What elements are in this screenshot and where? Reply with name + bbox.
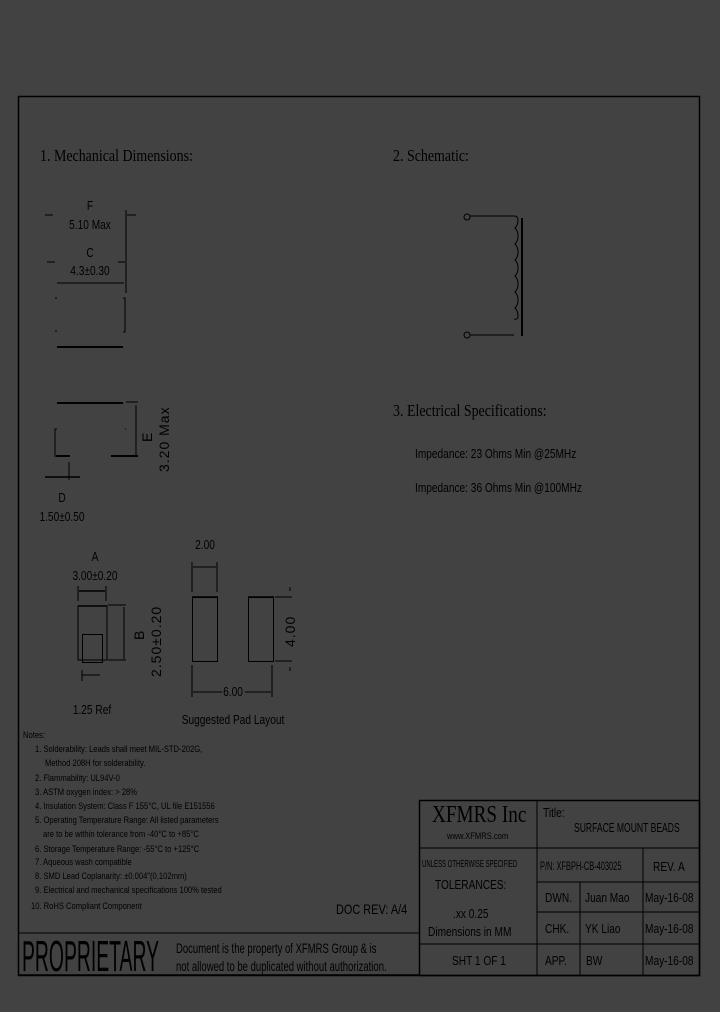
proprietary-line1: Document is the property of XFMRS Group … xyxy=(176,940,377,956)
dim-ref-value: 1.25 Ref xyxy=(72,702,112,717)
app-name: BW xyxy=(586,953,603,968)
note-item: 1. Solderability: Leads shall meet MIL-S… xyxy=(35,744,203,755)
note-item: 8. SMD Lead Coplanarity: ±0.004"(0.102mm… xyxy=(35,871,187,882)
electrical-heading: 3. Electrical Specifications: xyxy=(393,401,547,420)
note-item: 7. Aqueous wash compatible xyxy=(35,857,132,868)
title-value: SURFACE MOUNT BEADS xyxy=(574,820,680,835)
pad-caption: Suggested Pad Layout xyxy=(181,712,285,727)
dimensions-unit: Dimensions in MM xyxy=(428,924,512,939)
doc-rev: DOC REV: A/4 xyxy=(336,901,408,917)
note-item: 2. Flammability: UL94V-0 xyxy=(35,773,120,784)
note-item: 4. Insulation System: Class F 155°C, UL … xyxy=(35,801,215,812)
dim-f-value: 5.10 Max xyxy=(69,217,111,232)
tolerances-label: TOLERANCES: xyxy=(435,877,507,892)
tolerance-value: .xx 0.25 xyxy=(453,906,489,921)
impedance-25mhz: Impedance: 23 Ohms Min @25MHz xyxy=(415,446,577,461)
impedance-100mhz: Impedance: 36 Ohms Min @100MHz xyxy=(415,480,582,495)
proprietary-line2: not allowed to be duplicated without aut… xyxy=(176,958,387,974)
sheet-number: SHT 1 OF 1 xyxy=(452,953,506,968)
pad-span: 6.00 xyxy=(223,684,243,699)
dim-d-value: 1.50±0.50 xyxy=(39,509,85,524)
dwn-name: Juan Mao xyxy=(585,890,630,905)
note-item: 5. Operating Temperature Range: All list… xyxy=(35,815,219,826)
title-label: Title: xyxy=(543,805,565,820)
chk-date: May-16-08 xyxy=(645,921,694,936)
note-item: 6. Storage Temperature Range: -55°C to +… xyxy=(35,844,200,855)
app-label: APP. xyxy=(545,953,567,968)
dim-e-label: E xyxy=(139,431,155,442)
dim-b-value: 2.50±0.20 xyxy=(148,605,164,677)
chk-label: CHK. xyxy=(545,921,570,936)
company-website: www.XFMRS.com xyxy=(447,831,509,842)
proprietary-word: PROPRIETARY xyxy=(22,932,159,981)
dwn-label: DWN. xyxy=(545,890,573,905)
dim-b-label: B xyxy=(131,629,147,640)
dim-e-value: 3.20 Max xyxy=(156,406,172,472)
dim-c-label: C xyxy=(86,245,94,260)
note-item: 3. ASTM oxygen index: > 28% xyxy=(35,787,138,798)
dim-f-label: F xyxy=(86,198,94,213)
dwn-date: May-16-08 xyxy=(645,890,694,905)
part-number: P/N: XFBPH-CB-403025 xyxy=(540,859,622,873)
revision: REV. A xyxy=(653,859,685,874)
schematic-heading: 2. Schematic: xyxy=(393,146,469,165)
company-logo: XFMRS Inc xyxy=(432,802,527,828)
pad-width: 2.00 xyxy=(195,537,215,552)
pad-height: 4.00 xyxy=(282,615,298,647)
note-item: 10. RoHS Compliant Component xyxy=(31,901,142,912)
app-date: May-16-08 xyxy=(645,953,694,968)
chk-name: YK Liao xyxy=(585,921,621,936)
dim-a-value: 3.00±0.20 xyxy=(72,568,118,583)
dim-a-label: A xyxy=(91,549,99,564)
note-item: Method 208H for solderability. xyxy=(45,758,146,769)
mechanical-heading: 1. Mechanical Dimensions: xyxy=(40,146,193,165)
unless-specified: UNLESS OTHERWISE SPECIFIED xyxy=(422,859,518,870)
dim-c-value: 4.3±0.30 xyxy=(70,263,110,278)
notes-title: Notes: xyxy=(23,730,45,741)
note-item: 9. Electrical and mechanical specificati… xyxy=(35,885,222,896)
note-item: are to be within tolerance from -40°C to… xyxy=(43,829,199,840)
dim-d-label: D xyxy=(58,490,66,505)
